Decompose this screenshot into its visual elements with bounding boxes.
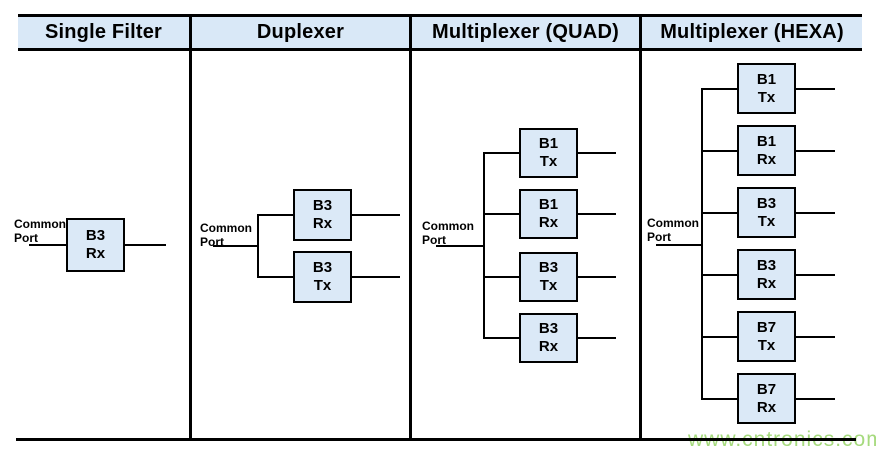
filter-mode: Tx xyxy=(539,277,558,294)
common-port-line1: Common xyxy=(200,221,252,235)
branch-wire xyxy=(703,274,737,276)
filter-mode: Tx xyxy=(313,277,332,294)
header-divider xyxy=(409,17,412,48)
filter-band: B1 xyxy=(538,196,559,213)
filter-box-b3-tx: B3 Tx xyxy=(519,252,578,302)
header-row: Single Filter Duplexer Multiplexer (QUAD… xyxy=(18,14,862,51)
output-wire xyxy=(576,337,616,339)
bus-wire xyxy=(701,88,703,400)
filter-mode: Rx xyxy=(756,274,777,292)
output-wire xyxy=(123,244,166,246)
filter-band: B3 xyxy=(756,194,777,212)
filter-box-b3-rx: B3 Rx xyxy=(519,313,578,363)
column-divider xyxy=(639,51,642,441)
branch-wire xyxy=(703,88,737,90)
output-wire xyxy=(794,274,835,276)
output-wire xyxy=(794,150,835,152)
filter-box-b1-rx: B1 Rx xyxy=(737,125,796,176)
filter-band: B3 xyxy=(312,259,333,276)
common-port-line2: Port xyxy=(14,231,38,245)
filter-mode: Rx xyxy=(756,398,777,416)
branch-wire xyxy=(703,150,737,152)
output-wire xyxy=(576,276,616,278)
common-port-line1: Common xyxy=(14,217,66,231)
filter-band: B3 xyxy=(538,320,559,337)
filter-mode: Tx xyxy=(539,153,558,170)
output-wire xyxy=(794,212,835,214)
branch-wire xyxy=(485,276,519,278)
output-wire xyxy=(794,88,835,90)
filter-mode: Rx xyxy=(538,338,559,355)
common-port-label: Common Port xyxy=(647,216,699,244)
output-wire xyxy=(350,214,400,216)
common-port-line2: Port xyxy=(647,230,671,244)
filter-box-b3-tx: B3 Tx xyxy=(293,251,352,303)
filter-box-b1-tx: B1 Tx xyxy=(519,128,578,178)
branch-wire xyxy=(485,213,519,215)
common-port-wire xyxy=(213,245,259,247)
filter-mode: Rx xyxy=(756,150,777,168)
common-port-wire xyxy=(656,244,702,246)
column-divider xyxy=(189,51,192,441)
filter-band: B3 xyxy=(756,256,777,274)
common-port-label: Common Port xyxy=(14,217,66,245)
header-single-filter: Single Filter xyxy=(44,21,163,43)
filter-band: B7 xyxy=(756,318,777,336)
filter-band: B1 xyxy=(756,132,777,150)
header-duplexer: Duplexer xyxy=(256,21,345,43)
filter-box-b1-tx: B1 Tx xyxy=(737,63,796,114)
filter-band: B3 xyxy=(538,259,559,276)
filter-band: B3 xyxy=(85,227,106,244)
filter-mode: Tx xyxy=(757,336,776,354)
filter-box-b3-rx: B3 Rx xyxy=(737,249,796,300)
filter-box-b3-tx: B3 Tx xyxy=(737,187,796,238)
column-divider xyxy=(409,51,412,441)
output-wire xyxy=(576,213,616,215)
common-port-line1: Common xyxy=(647,216,699,230)
common-port-line2: Port xyxy=(422,233,446,247)
header-multiplexer-quad: Multiplexer (QUAD) xyxy=(432,21,619,43)
filter-mode: Rx xyxy=(538,214,559,231)
header-divider xyxy=(189,17,192,48)
common-port-label: Common Port xyxy=(422,219,474,247)
branch-wire xyxy=(703,398,737,400)
filter-band: B1 xyxy=(538,135,559,152)
filter-box-b3-rx: B3 Rx xyxy=(293,189,352,241)
table-bottom-line xyxy=(16,438,856,441)
filter-mode: Rx xyxy=(312,215,333,232)
output-wire xyxy=(350,276,400,278)
branch-wire xyxy=(485,152,519,154)
header-divider xyxy=(639,17,642,48)
branch-wire xyxy=(703,336,737,338)
filter-box-b3-rx: B3 Rx xyxy=(66,218,125,272)
filter-mode: Tx xyxy=(757,212,776,230)
filter-band: B3 xyxy=(312,197,333,214)
filter-box-b7-rx: B7 Rx xyxy=(737,373,796,424)
filter-band: B7 xyxy=(756,380,777,398)
common-port-wire xyxy=(29,244,67,246)
branch-wire xyxy=(259,276,293,278)
branch-wire xyxy=(703,212,737,214)
output-wire xyxy=(794,398,835,400)
branch-wire xyxy=(485,337,519,339)
common-port-wire xyxy=(436,245,484,247)
bus-wire xyxy=(483,152,485,339)
filter-box-b1-rx: B1 Rx xyxy=(519,189,578,239)
header-multiplexer-hexa: Multiplexer (HEXA) xyxy=(660,21,844,43)
filter-band: B1 xyxy=(756,70,777,88)
common-port-line1: Common xyxy=(422,219,474,233)
filter-box-b7-tx: B7 Tx xyxy=(737,311,796,362)
output-wire xyxy=(576,152,616,154)
output-wire xyxy=(794,336,835,338)
filter-mode: Rx xyxy=(85,245,106,262)
bus-wire xyxy=(257,214,259,278)
branch-wire xyxy=(259,214,293,216)
filter-mode: Tx xyxy=(757,88,776,106)
